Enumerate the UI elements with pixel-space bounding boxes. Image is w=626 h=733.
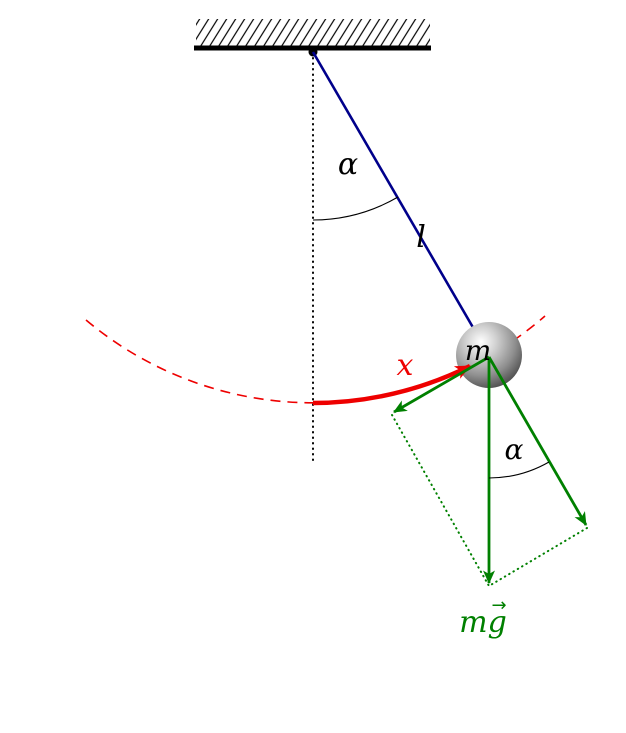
pendulum-rod: [311, 51, 491, 356]
radial-component-vector: [487, 356, 588, 526]
rod-length-label: l: [416, 220, 426, 255]
gravity-label-text: mg: [459, 605, 507, 640]
ceiling: [194, 19, 431, 51]
gravity-vector-mark: →: [491, 595, 506, 616]
ceiling-hatching: [196, 19, 430, 46]
displacement-label: x: [397, 348, 414, 383]
mass-label: m: [465, 334, 492, 367]
gravity-label: mg →: [459, 595, 507, 640]
mass-ball: [456, 322, 522, 388]
pivot-angle-arc: [312, 196, 399, 221]
mass-angle-arc: [488, 461, 550, 479]
tangential-component-vector: [393, 355, 490, 414]
parallelogram-dotted-edge-left: [391, 414, 490, 587]
parallelogram-dotted-edge-right: [488, 527, 588, 587]
pivot-angle-label: α: [338, 147, 358, 182]
mass-angle-label: α: [505, 433, 524, 466]
displacement-arc: [312, 363, 472, 406]
